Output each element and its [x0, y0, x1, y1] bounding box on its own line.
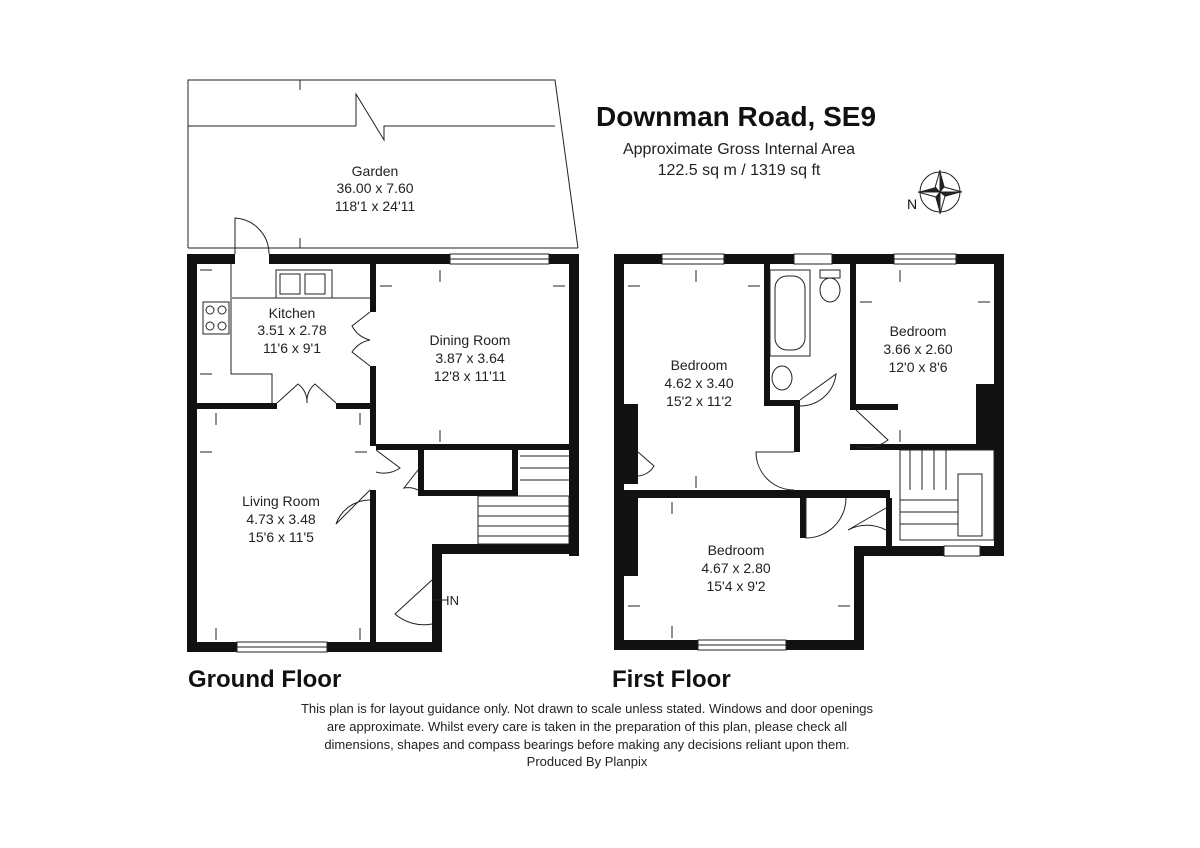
- garden-imperial: 118'1 x 24'11: [335, 198, 416, 214]
- living-room-imperial: 15'6 x 11'5: [248, 529, 314, 545]
- kitchen-metric: 3.51 x 2.78: [257, 322, 326, 338]
- garden-outline: [187, 79, 579, 249]
- bedroom-left-imperial: 15'2 x 11'2: [666, 393, 732, 409]
- bedroom-front-metric: 4.67 x 2.80: [701, 560, 770, 576]
- compass-star-icon: [917, 169, 963, 215]
- ground-floor-label: Ground Floor: [188, 666, 341, 693]
- entrance-label: IN: [446, 593, 459, 608]
- bedroom-left-metric: 4.62 x 3.40: [664, 375, 733, 391]
- bedroom-right-imperial: 12'0 x 8'6: [888, 359, 947, 375]
- compass-north-label: N: [907, 196, 917, 212]
- garden-name: Garden: [352, 163, 399, 179]
- ground-floor-plan: [187, 217, 579, 653]
- dining-room-metric: 3.87 x 3.64: [435, 350, 504, 366]
- first-floor-label: First Floor: [612, 666, 731, 693]
- garden-metric: 36.00 x 7.60: [336, 180, 413, 196]
- disclaimer-line-3: dimensions, shapes and compass bearings …: [324, 737, 849, 752]
- dining-room-imperial: 12'8 x 11'11: [434, 368, 507, 384]
- bedroom-right-metric: 3.66 x 2.60: [883, 341, 952, 357]
- area-label: Approximate Gross Internal Area: [623, 141, 855, 158]
- bedroom-front-name: Bedroom: [708, 542, 765, 558]
- disclaimer-line-1: This plan is for layout guidance only. N…: [301, 701, 874, 716]
- page-title: Downman Road, SE9: [596, 101, 876, 132]
- living-room-name: Living Room: [242, 493, 320, 509]
- disclaimer-line-2: are approximate. Whilst every care is ta…: [327, 719, 847, 734]
- living-room-metric: 4.73 x 3.48: [246, 511, 315, 527]
- kitchen-imperial: 11'6 x 9'1: [263, 340, 321, 356]
- bedroom-right-name: Bedroom: [890, 323, 947, 339]
- dining-room-name: Dining Room: [430, 332, 511, 348]
- area-value: 122.5 sq m / 1319 sq ft: [658, 162, 821, 179]
- bedroom-left-name: Bedroom: [671, 357, 728, 373]
- kitchen-name: Kitchen: [269, 305, 316, 321]
- bedroom-front-imperial: 15'4 x 9'2: [706, 578, 765, 594]
- first-floor-plan: [614, 253, 1004, 651]
- disclaimer-line-4: Produced By Planpix: [527, 754, 648, 769]
